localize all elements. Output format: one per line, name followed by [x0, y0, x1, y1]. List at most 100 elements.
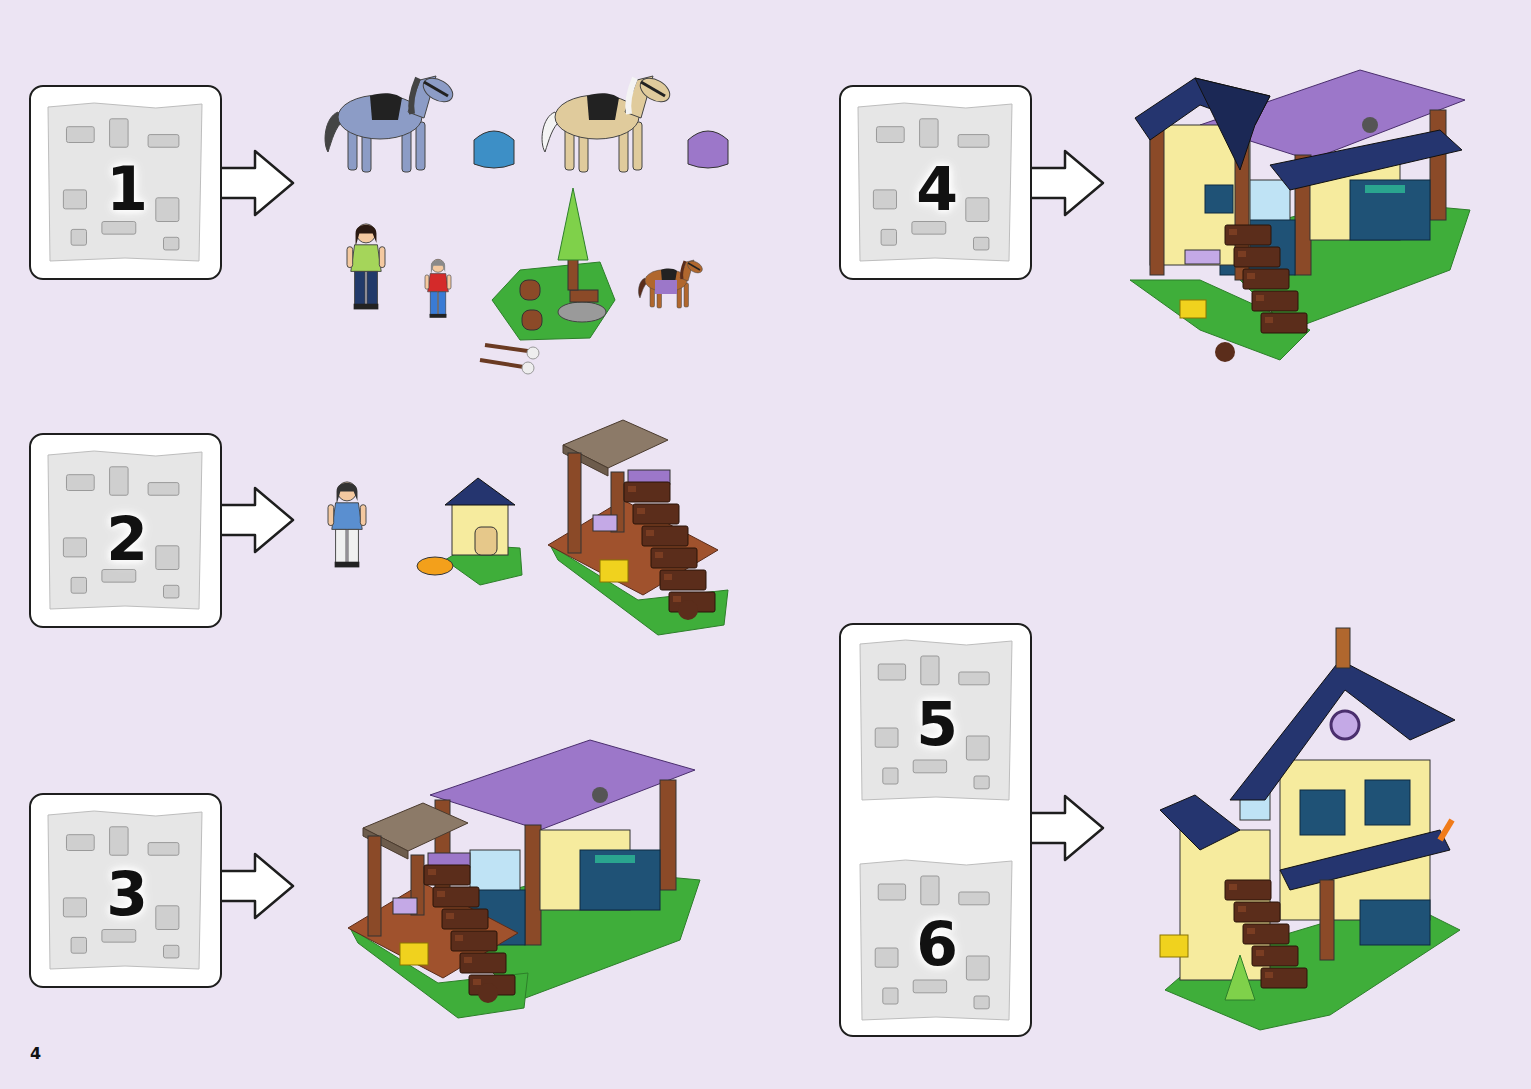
brick — [1430, 110, 1446, 220]
step-arrow — [222, 488, 293, 552]
brick — [881, 229, 896, 245]
brick-face — [1225, 955, 1255, 1000]
brick — [148, 483, 179, 496]
brick — [475, 527, 497, 555]
brick — [66, 835, 94, 851]
brick — [921, 656, 939, 685]
brick-face — [858, 103, 1012, 261]
brick — [428, 869, 436, 875]
brick — [876, 127, 904, 143]
brick — [437, 891, 445, 897]
brick — [336, 529, 346, 563]
bag-box-fill — [29, 85, 222, 280]
brick — [425, 275, 429, 289]
brick — [347, 562, 359, 568]
brick — [438, 314, 446, 318]
brick — [1365, 780, 1410, 825]
dog-house — [417, 478, 522, 585]
saddle-bag — [688, 131, 728, 168]
brick — [148, 843, 179, 856]
brick — [655, 552, 663, 558]
brick — [568, 453, 581, 553]
brick — [447, 275, 451, 289]
brick — [875, 728, 898, 747]
brick — [1238, 251, 1246, 257]
brick — [442, 909, 488, 929]
brick — [595, 855, 635, 863]
step-arrow — [1032, 151, 1103, 215]
stable-build — [1130, 70, 1470, 362]
brick — [416, 122, 425, 170]
brick — [1261, 968, 1307, 988]
brick — [1160, 935, 1188, 957]
step-arrow — [222, 854, 293, 918]
parts-bag-box: 1 — [29, 85, 222, 280]
brick-face — [1230, 660, 1455, 800]
bag-box-fill — [29, 433, 222, 628]
brick-face — [48, 811, 202, 969]
brick — [1336, 628, 1350, 668]
brick — [633, 504, 679, 524]
brick — [1185, 250, 1220, 264]
horse — [542, 73, 674, 172]
brick — [878, 664, 905, 680]
brick — [347, 247, 353, 268]
brick-face — [558, 188, 588, 260]
brick — [1265, 317, 1273, 323]
parts-bag-box: 3 — [29, 793, 222, 988]
brick — [600, 560, 628, 582]
brick — [1300, 790, 1345, 835]
brick — [1365, 185, 1405, 193]
brick — [1247, 273, 1255, 279]
brick — [367, 271, 377, 305]
brick — [959, 892, 989, 905]
brick — [439, 292, 446, 315]
bag-number: 6 — [916, 914, 958, 974]
brick — [1238, 906, 1246, 912]
brick — [473, 979, 481, 985]
brick-face — [351, 245, 381, 272]
page-number: 4 — [30, 1044, 41, 1063]
parts-bag — [858, 103, 1012, 261]
bag-box-fill — [29, 793, 222, 988]
brick — [1252, 946, 1298, 966]
minifigure — [347, 224, 385, 310]
brick — [156, 906, 179, 930]
brick — [522, 310, 542, 330]
brick — [660, 570, 706, 590]
brick — [424, 865, 470, 885]
brick — [102, 930, 136, 943]
brick — [148, 135, 179, 148]
brick — [455, 935, 463, 941]
brick — [974, 776, 989, 789]
brick — [110, 119, 128, 147]
brick — [655, 280, 677, 294]
brick — [393, 898, 417, 914]
brick — [974, 237, 989, 250]
brick — [958, 135, 989, 148]
brick — [593, 515, 617, 531]
brick — [102, 570, 136, 583]
horse — [639, 259, 705, 308]
brick — [110, 827, 128, 855]
brick — [164, 585, 179, 598]
brick — [1252, 291, 1298, 311]
bag-number: 5 — [916, 694, 958, 754]
brick — [446, 913, 454, 919]
brick-face — [445, 478, 515, 505]
brick — [366, 304, 378, 310]
brick-face — [1195, 78, 1270, 170]
minifigure — [328, 482, 366, 568]
stable-shelter — [548, 420, 728, 635]
brick — [1256, 295, 1264, 301]
brick — [164, 237, 179, 250]
bag-number: 4 — [916, 159, 958, 219]
brick — [335, 562, 347, 568]
brick — [525, 825, 541, 945]
brick — [1229, 884, 1237, 890]
campfire-scene — [480, 188, 615, 374]
brick — [873, 190, 896, 209]
step-arrow — [222, 151, 293, 215]
brick — [637, 508, 645, 514]
brick — [1205, 185, 1233, 213]
